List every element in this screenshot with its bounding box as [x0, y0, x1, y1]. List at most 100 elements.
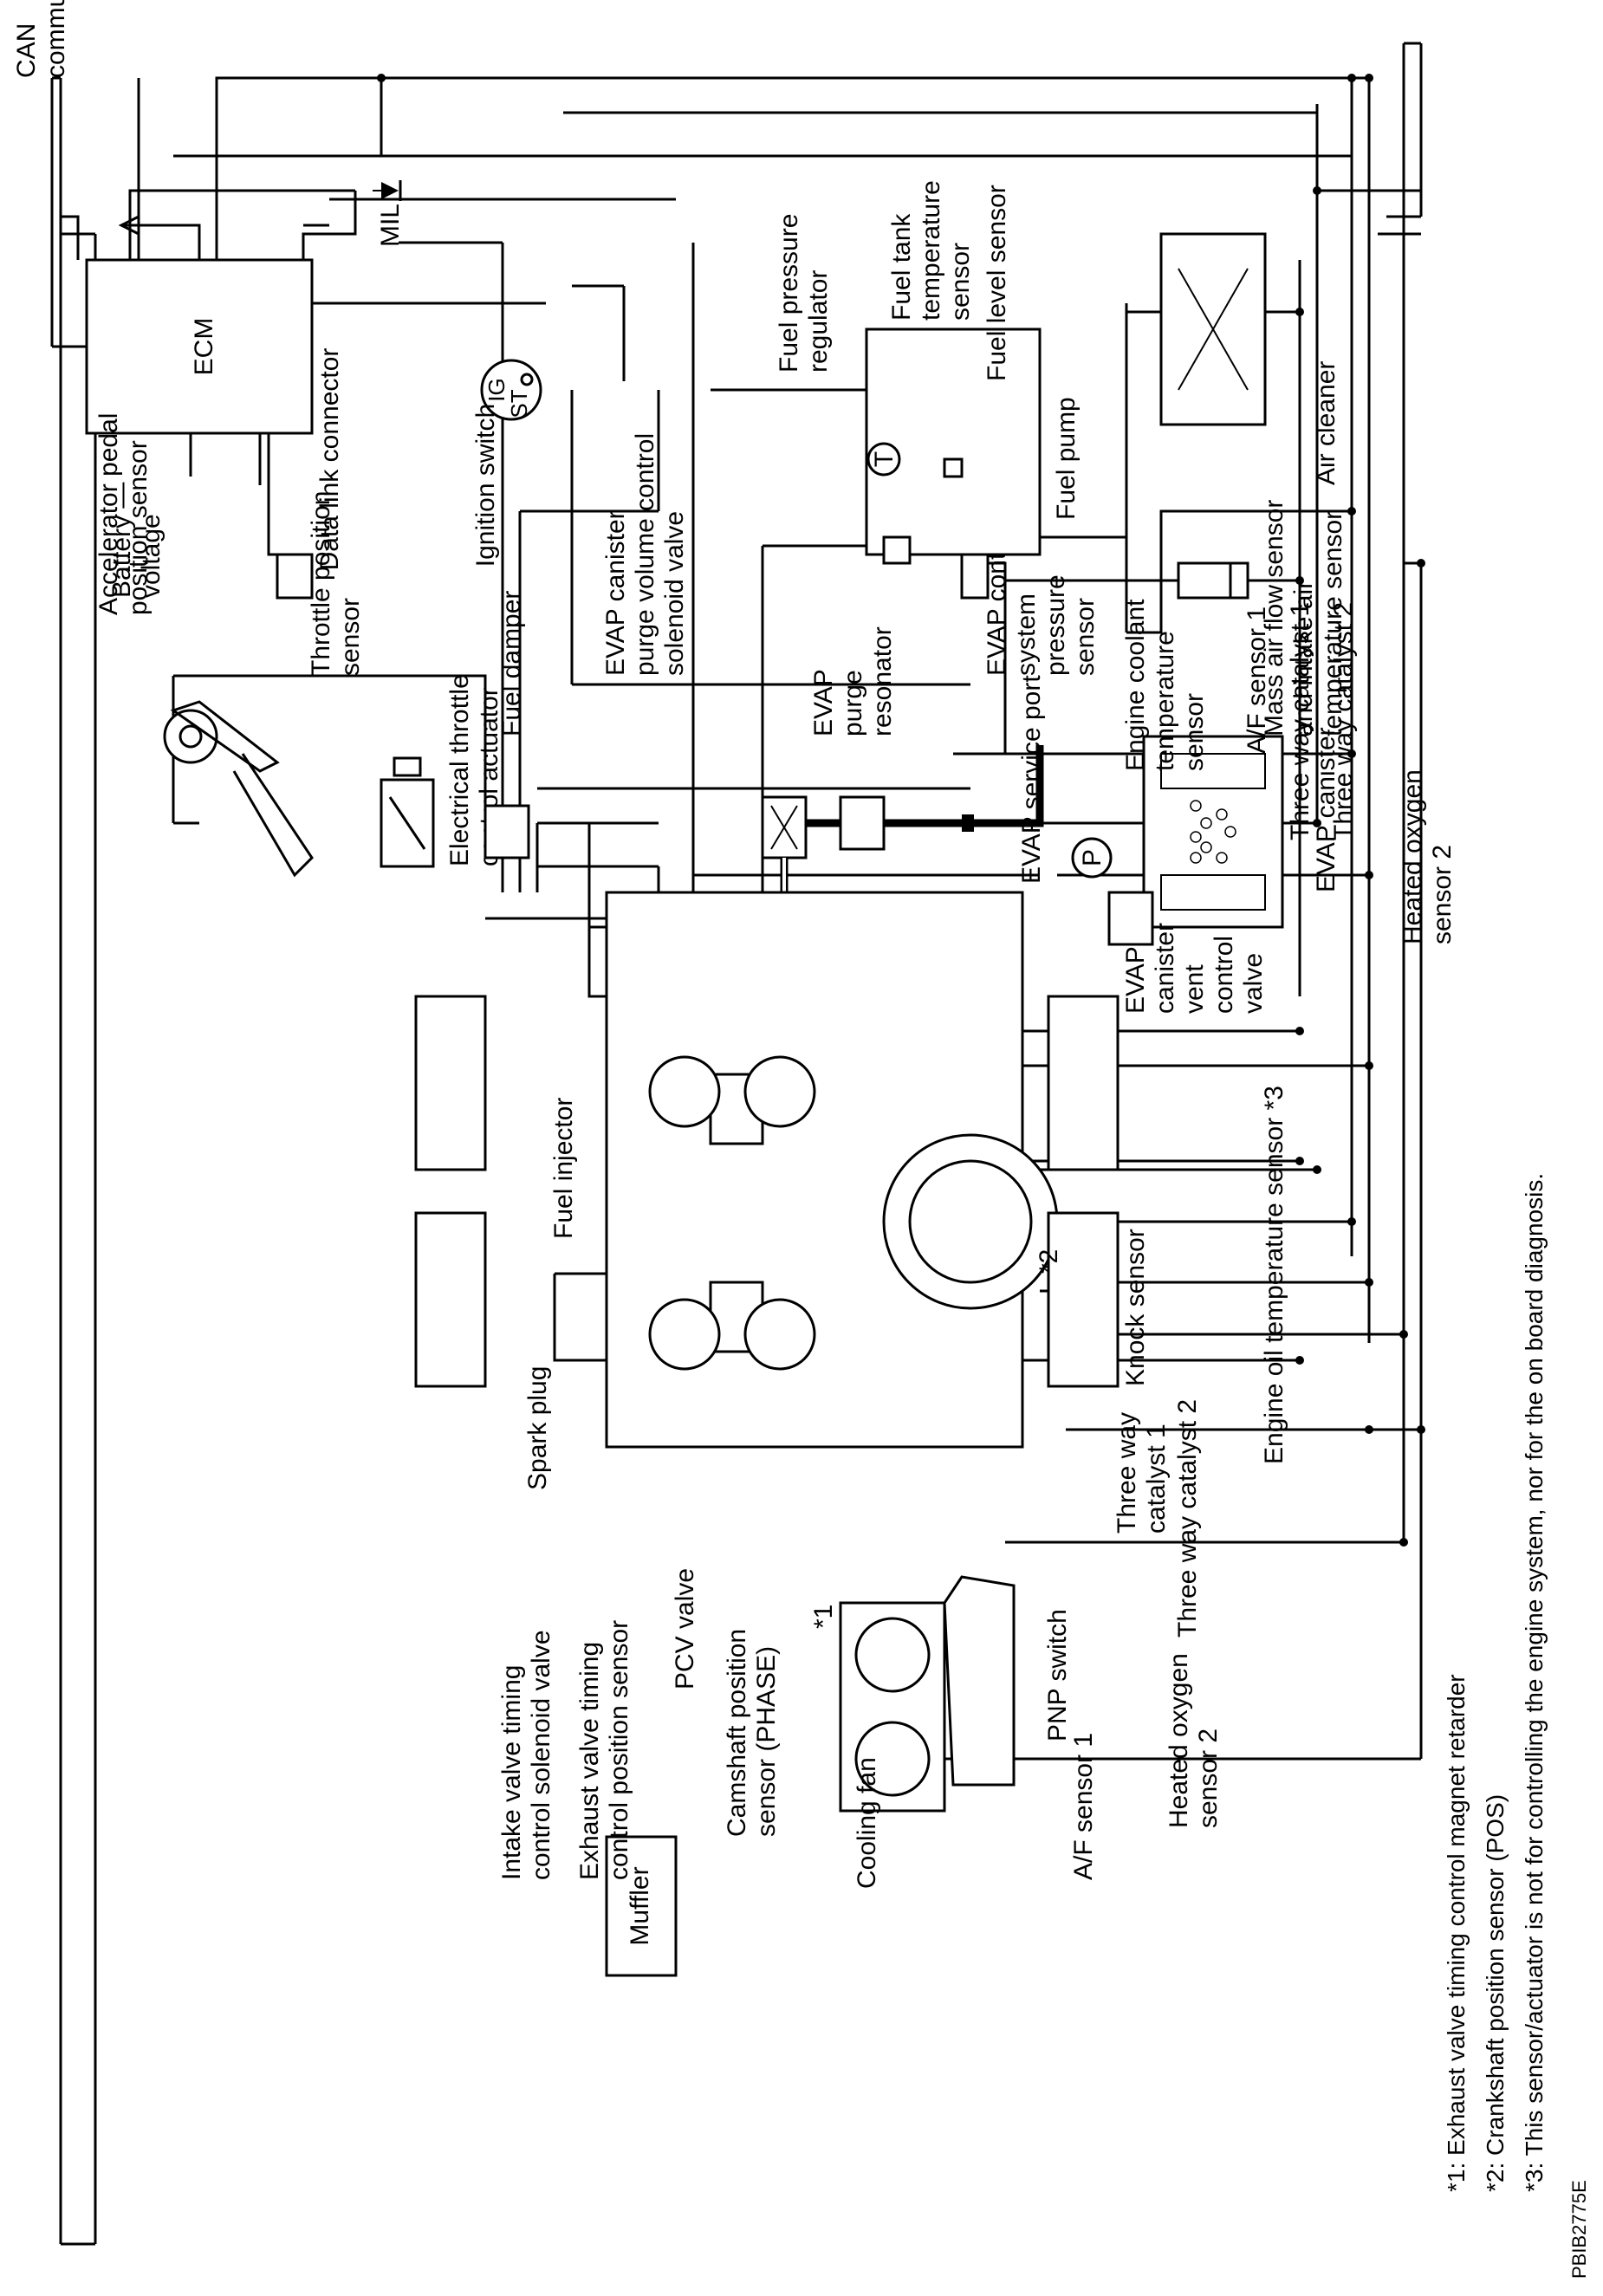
air-cleaner-label: Air cleaner: [1312, 361, 1340, 485]
can-communication: CAN communication: [12, 0, 87, 348]
evap-purge-resonator-label: EVAP purge resonator: [809, 626, 897, 736]
wiring: [87, 42, 1423, 1761]
fuel-pump-icon: [960, 553, 990, 600]
svg-text:T: T: [870, 451, 899, 467]
footnote-3: *3: This sensor/actuator is not for cont…: [1521, 1173, 1548, 2192]
can-communication-label: CAN communication: [12, 0, 70, 78]
air-intake: Air cleaner Mass air flow sensor and int…: [1159, 232, 1347, 736]
fuel-damper: Fuel damper: [483, 591, 530, 859]
fuel-tank-temp-label: Fuel tank temperature sensor: [887, 173, 975, 321]
evap-canister-label: EVAP canister: [1312, 727, 1340, 892]
evap-purge-valve-label: EVAP canister purge volume control solen…: [601, 426, 689, 677]
evap-canister: EVAP canister: [1142, 727, 1340, 929]
pcv-valve-label: PCV valve: [671, 1568, 699, 1690]
ignition-switch: IG ST Ignition switch: [471, 359, 542, 567]
heated-oxygen-sensor-2-top-label: Heated oxygen sensor 2: [1399, 762, 1457, 944]
maf-sensor-icon: [1177, 561, 1232, 600]
heated-oxygen-sensor-2-bottom-label: Heated oxygen sensor 2: [1165, 1646, 1223, 1828]
figure-code: PBIB2775E: [1568, 2180, 1590, 2279]
footnote-2: *2: Crankshaft position sensor (POS): [1482, 1794, 1509, 2192]
spark-plug-label: Spark plug: [523, 1366, 552, 1490]
mil-label: MIL: [376, 204, 405, 247]
cooling-fan: Cooling fan: [839, 1601, 946, 1889]
evap-service-port: EVAP service port: [962, 675, 1046, 884]
fuel-injector-label: Fuel injector: [549, 1098, 578, 1239]
evap-purge-resonator: EVAP purge resonator: [806, 626, 1044, 851]
engine-block: [605, 891, 1059, 1449]
engine-oil-temp-label: Engine oil temperature sensor *3: [1260, 1086, 1288, 1464]
catalyst-right-upper: [1047, 995, 1120, 1171]
three-way-catalyst-1-bottom-label: Three way catalyst 1: [1113, 1405, 1171, 1534]
cooling-fan-label: Cooling fan: [853, 1757, 881, 1889]
evap-vent-valve-icon: [1107, 891, 1154, 946]
fuel-pump-label: Fuel pump: [1052, 397, 1081, 520]
exhaust-catalysts: Muffler: [414, 995, 1120, 1977]
battery-voltage-label: Battery — voltage: [107, 475, 165, 598]
pnp-switch-label: PNP switch: [1043, 1609, 1072, 1741]
af-sensor-1-bottom-label: A/F sensor 1: [1069, 1733, 1098, 1880]
svg-text:ST: ST: [506, 389, 532, 418]
electrical-throttle: Throttle position sensor Electrical thro…: [307, 483, 503, 868]
evap-service-port-label: EVAP service port: [1017, 675, 1046, 884]
camshaft-position-label: Camshaft position sensor (PHASE): [723, 1622, 781, 1837]
evap-canister-icon: [1142, 735, 1284, 929]
evap-pressure-sensor-icon: [1071, 837, 1113, 879]
knock-sensor-label: Knock sensor: [1121, 1229, 1150, 1386]
intake-cam-left-icon: [743, 1055, 816, 1128]
catalyst-left-lower: [414, 1211, 487, 1388]
fuel-pressure-regulator-label: Fuel pressure regulator: [775, 206, 833, 373]
exhaust-vtc-label: Exhaust valve timing control position se…: [575, 1620, 633, 1880]
fuel-damper-icon: [483, 804, 530, 859]
ecm-label: ECM: [190, 318, 218, 376]
maf-label: Mass air flow sensor and intake air temp…: [1260, 492, 1347, 736]
accelerator-pedal: Accelerator pedal position sensor: [94, 405, 314, 878]
left-bus-rails: [59, 78, 97, 2246]
catalyst-left-upper: [1047, 1211, 1120, 1388]
exhaust-cam-left-icon: [648, 1055, 721, 1128]
three-way-catalyst-2-bottom-label: Three way catalyst 2: [1173, 1399, 1202, 1638]
fuel-pressure-regulator-icon: [882, 535, 912, 565]
footnotes: *1: Exhaust valve timing control magnet …: [1443, 1173, 1548, 2192]
fuel-tank-outline: [865, 328, 1042, 556]
data-link-connector: Data link connector: [267, 348, 344, 600]
muffler-label: Muffler: [626, 1866, 654, 1945]
transmission: PNP switch: [943, 1575, 1072, 1787]
svg-text:IG: IG: [483, 378, 509, 401]
mil-diode-icon: [381, 182, 399, 199]
transmission-icon: [943, 1575, 1016, 1787]
evap-vent-valve: EVAP canister vent control valve: [1107, 891, 1268, 1014]
ecm-group: ECM CAN communication MIL IG ST Ignition…: [12, 0, 542, 600]
intake-cam-right-icon: [743, 1298, 816, 1371]
fuel-damper-label: Fuel damper: [497, 591, 526, 736]
star2-label: *2: [1035, 1249, 1063, 1274]
three-way-catalyst-1-top-label: Three way catalyst 1: [1286, 602, 1314, 840]
evap-purge-valve: EVAP canister purge volume control solen…: [601, 426, 808, 940]
data-link-connector-label: Data link connector: [315, 348, 344, 571]
intake-vtc-label: Intake valve timing control solenoid val…: [497, 1630, 555, 1880]
fuel-tank: T Fuel pressure regulator Fuel tank temp…: [775, 173, 1081, 600]
fuel-level-label: Fuel level sensor: [983, 185, 1011, 381]
fuel-level-sensor-icon: [943, 457, 964, 478]
fuel-tank-temp-sensor-icon: [866, 442, 901, 477]
af-sensor-1-top-label: A/F sensor 1: [1243, 606, 1271, 754]
throttle-position-label: Throttle position sensor: [307, 483, 365, 676]
muffler-box: [605, 1835, 678, 1977]
engine-coolant-label: Engine coolant temperature sensor: [1121, 592, 1209, 771]
evap-resonator-icon: [839, 795, 886, 851]
battery-voltage: Battery — voltage: [107, 433, 192, 598]
ignition-switch-label: Ignition switch: [471, 404, 500, 567]
footnote-1: *1: Exhaust valve timing control magnet …: [1443, 1674, 1470, 2192]
engine-labels: Engine coolant temperature sensor A/F se…: [497, 592, 1457, 1880]
evap-vent-label: EVAP canister vent control valve: [1121, 916, 1268, 1014]
data-link-connector-icon: [276, 553, 314, 600]
mil-lamp: MIL: [128, 180, 405, 260]
catalyst-right-lower: [414, 995, 487, 1171]
accelerator-pedal-label: Accelerator pedal position sensor: [94, 405, 153, 615]
three-way-catalyst-2-top-label: Three way catalyst 2: [1329, 602, 1358, 840]
exhaust-cam-right-icon: [648, 1298, 721, 1371]
svg-text:P: P: [1078, 849, 1107, 866]
star1-label: *1: [809, 1605, 838, 1629]
